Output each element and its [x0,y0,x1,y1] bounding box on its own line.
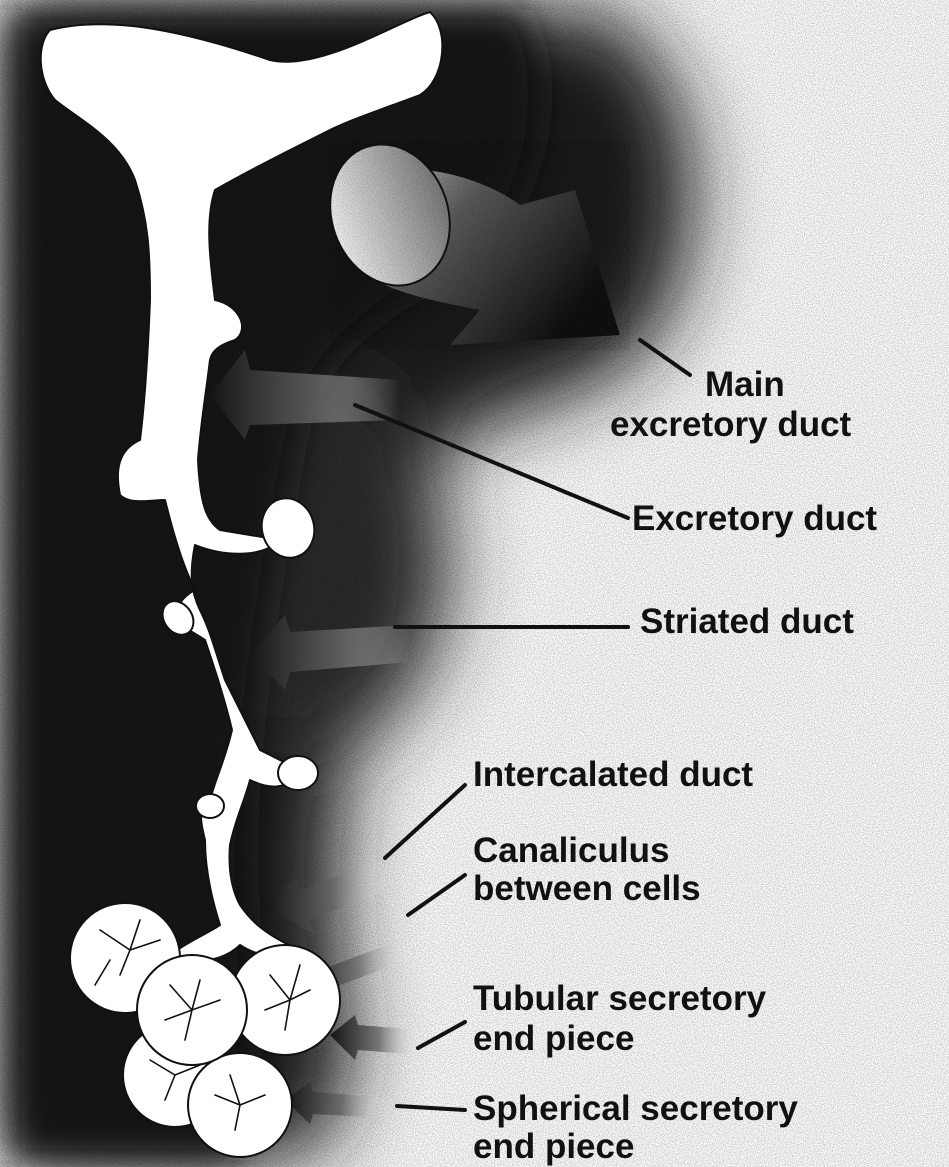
label-canaliculus-line1: Canaliculus [473,831,669,870]
label-excretory-duct: Excretory duct [632,499,877,538]
label-canaliculus-between-cells: Canaliculus between cells [473,831,701,908]
main-duct-arrow [311,128,630,350]
label-spherical-line1: Spherical secretory [473,1089,798,1128]
label-main-excretory-duct-line2: excretory duct [610,405,852,444]
label-striated-duct: Striated duct [640,602,854,641]
label-spherical-line2: end piece [473,1127,634,1166]
label-main-excretory-duct-line1: Main [705,365,785,404]
label-canaliculus-line2: between cells [473,869,701,908]
label-tubular-line1: Tubular secretory [473,979,767,1018]
branch-stub-lower-left [196,794,224,818]
label-tubular-line2: end piece [473,1019,634,1058]
label-intercalated-duct: Intercalated duct [473,755,753,794]
branch-stub-lower-right [278,756,318,790]
